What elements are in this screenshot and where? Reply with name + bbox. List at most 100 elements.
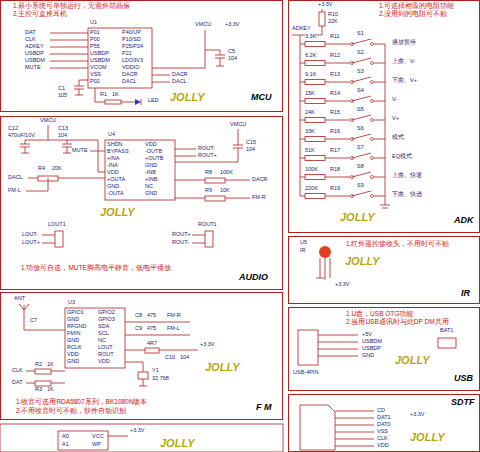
- watermark: JOLLY: [345, 256, 380, 267]
- wire: [79, 80, 80, 86]
- pin-label: CLK: [377, 436, 388, 442]
- wire: [90, 151, 105, 152]
- pin-label: USBDP: [362, 346, 381, 352]
- wire: [19, 304, 24, 310]
- wire: [374, 177, 385, 178]
- pin-label: BYPASS: [107, 149, 129, 155]
- pin-label: GPIO2: [98, 310, 115, 316]
- wire: [325, 44, 350, 45]
- wire: [125, 335, 190, 336]
- wire: [318, 356, 358, 357]
- pin-label: 32.768: [152, 376, 169, 382]
- pin-label: 104: [246, 147, 255, 153]
- pin-label: 10K: [220, 188, 230, 194]
- wire: [233, 145, 243, 146]
- pin-label: +3.3V: [410, 412, 425, 418]
- wire: [325, 120, 350, 121]
- switch-contact: [351, 176, 354, 179]
- component-outline: [438, 338, 456, 348]
- pin-label: +5V: [362, 332, 372, 338]
- pin-label: DAT1: [377, 415, 391, 421]
- wire: [121, 102, 135, 103]
- pin-label: SDA: [98, 324, 109, 330]
- pin-label: S1: [357, 31, 364, 37]
- wire: [374, 158, 385, 159]
- pin-label: SHDN: [107, 142, 123, 148]
- pin-label: S6: [357, 126, 364, 132]
- pin-label: VDD: [67, 352, 79, 358]
- pin-label: P40/UP: [122, 30, 141, 36]
- component-outline: [205, 231, 213, 247]
- wire: [175, 156, 196, 157]
- wire: [50, 40, 88, 41]
- pin-label: R14: [330, 91, 340, 97]
- component-outline: [88, 28, 152, 88]
- design-note: 2.主控可直推耳机: [13, 11, 67, 18]
- pin-label: ADKEY: [292, 26, 311, 32]
- pin-label: DAT0: [377, 422, 391, 428]
- pin-label: R9: [205, 188, 212, 194]
- pin-label: LOUT-: [22, 232, 38, 238]
- pin-label: R1: [100, 92, 107, 98]
- section-title: ADK: [454, 216, 474, 225]
- wire: [152, 68, 205, 69]
- wire: [24, 304, 29, 310]
- wire: [325, 196, 350, 197]
- pin-label: DACR: [252, 177, 268, 183]
- pin-label: FM-R: [252, 195, 266, 201]
- pin-label: 上曲、V-: [392, 59, 415, 65]
- pin-label: +3.3V: [225, 22, 240, 28]
- pin-label: 1K: [112, 92, 119, 98]
- pin-label: U5: [300, 240, 307, 246]
- component-outline: [305, 118, 325, 123]
- wire: [380, 205, 390, 206]
- pin-label: C15: [246, 140, 256, 146]
- design-note: 2.不用收音时可不贴，软件自动识别: [16, 408, 126, 415]
- pin-label: NC: [98, 338, 106, 344]
- pin-label: FM-R: [167, 313, 181, 319]
- pin-label: DACL: [172, 79, 187, 85]
- wire: [62, 144, 72, 145]
- section-title: F M: [256, 403, 272, 412]
- wire: [220, 50, 221, 55]
- wire: [50, 33, 88, 34]
- wire: [335, 439, 374, 440]
- pin-label: VDD: [145, 142, 157, 148]
- circuit-panel: ADK1.可选择相应的电阻功能2.没用到的电阻可不贴: [288, 0, 480, 233]
- wire: [374, 63, 385, 64]
- wire: [225, 198, 250, 199]
- wire: [374, 139, 385, 140]
- pin-label: S2: [357, 50, 364, 56]
- pin-label: GPIO3: [98, 317, 115, 323]
- pin-label: 3.3K: [305, 34, 316, 40]
- switch-contact: [371, 176, 374, 179]
- wire: [125, 362, 143, 363]
- wire: [26, 383, 35, 384]
- wire: [205, 30, 206, 68]
- pin-label: R12: [330, 53, 340, 59]
- switch-contact: [371, 138, 374, 141]
- pin-label: 20K: [52, 166, 62, 172]
- pin-label: S3: [357, 69, 364, 75]
- pin-label: ROUT-: [198, 146, 215, 152]
- pin-label: LDO3V3: [122, 58, 143, 64]
- pin-label: DACL: [8, 175, 23, 181]
- pin-label: GND: [362, 353, 374, 359]
- pin-label: USB-4PIN: [293, 370, 318, 376]
- pin-label: 105: [58, 93, 67, 99]
- wire: [385, 44, 386, 205]
- wire: [352, 115, 371, 120]
- pin-label: +INB: [145, 177, 157, 183]
- wire: [322, 26, 323, 35]
- wire: [51, 383, 65, 384]
- component-outline: [305, 99, 325, 104]
- pin-label: R8: [205, 170, 212, 176]
- pin-label: USBDP: [90, 51, 109, 57]
- pin-label: S5: [357, 107, 364, 113]
- design-note: 2.当用USB通讯时与此DP DM共用: [346, 319, 449, 326]
- switch-contact: [371, 157, 374, 160]
- pin-label: 1K: [47, 362, 54, 368]
- wire: [95, 88, 96, 102]
- pin-label: 51K: [305, 148, 315, 154]
- wire: [26, 191, 48, 192]
